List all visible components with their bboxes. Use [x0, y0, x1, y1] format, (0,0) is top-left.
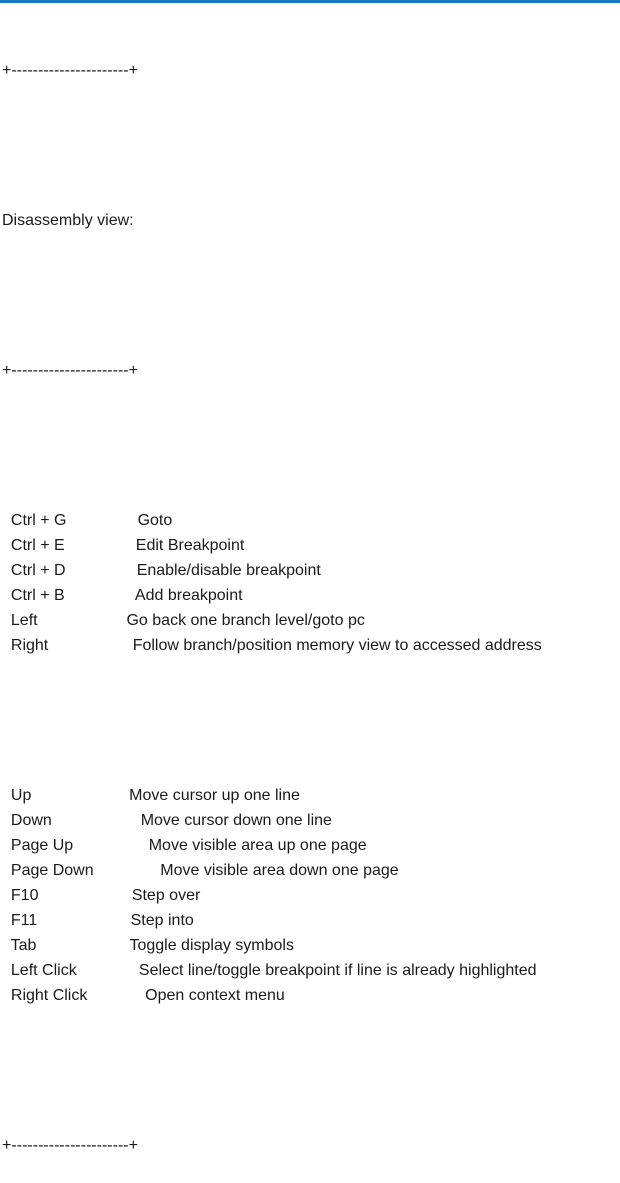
help-text-document: +----------------------+ Disassembly vie… — [0, 3, 620, 1183]
shortcut-group-breakpoints: Ctrl + G Goto Ctrl + E Edit Breakpoint C… — [2, 508, 616, 658]
shortcut-line: Right Follow branch/position memory view… — [2, 637, 542, 654]
shortcut-line: Left Go back one branch level/goto pc — [2, 612, 365, 629]
shortcut-line: Ctrl + E Edit Breakpoint — [2, 537, 245, 554]
shortcut-line: Left Click Select line/toggle breakpoint… — [2, 962, 537, 979]
blank-line — [2, 708, 616, 733]
ascii-divider-top: +----------------------+ — [2, 62, 138, 79]
top-accent-rule — [0, 0, 620, 3]
shortcut-line: Up Move cursor up one line — [2, 787, 300, 804]
blank-line — [2, 433, 616, 458]
shortcut-line: Page Down Move visible area down one pag… — [2, 862, 399, 879]
shortcut-line: Tab Toggle display symbols — [2, 937, 294, 954]
shortcut-line: Ctrl + D Enable/disable breakpoint — [2, 562, 321, 579]
shortcut-line: Ctrl + B Add breakpoint — [2, 587, 243, 604]
ascii-divider-middle: +----------------------+ — [2, 362, 138, 379]
section-title: Disassembly view: — [2, 212, 134, 229]
blank-line — [2, 1058, 616, 1083]
shortcut-line: Page Up Move visible area up one page — [2, 837, 367, 854]
shortcut-line: F11 Step into — [2, 912, 194, 929]
blank-line — [2, 133, 616, 158]
blank-line — [2, 283, 616, 308]
shortcut-line: Down Move cursor down one line — [2, 812, 332, 829]
ascii-divider-bottom: +----------------------+ — [2, 1137, 138, 1154]
shortcut-line: Right Click Open context menu — [2, 987, 285, 1004]
shortcut-line: F10 Step over — [2, 887, 201, 904]
shortcut-line: Ctrl + G Goto — [2, 512, 173, 529]
shortcut-group-navigation: Up Move cursor up one line Down Move cur… — [2, 783, 616, 1008]
